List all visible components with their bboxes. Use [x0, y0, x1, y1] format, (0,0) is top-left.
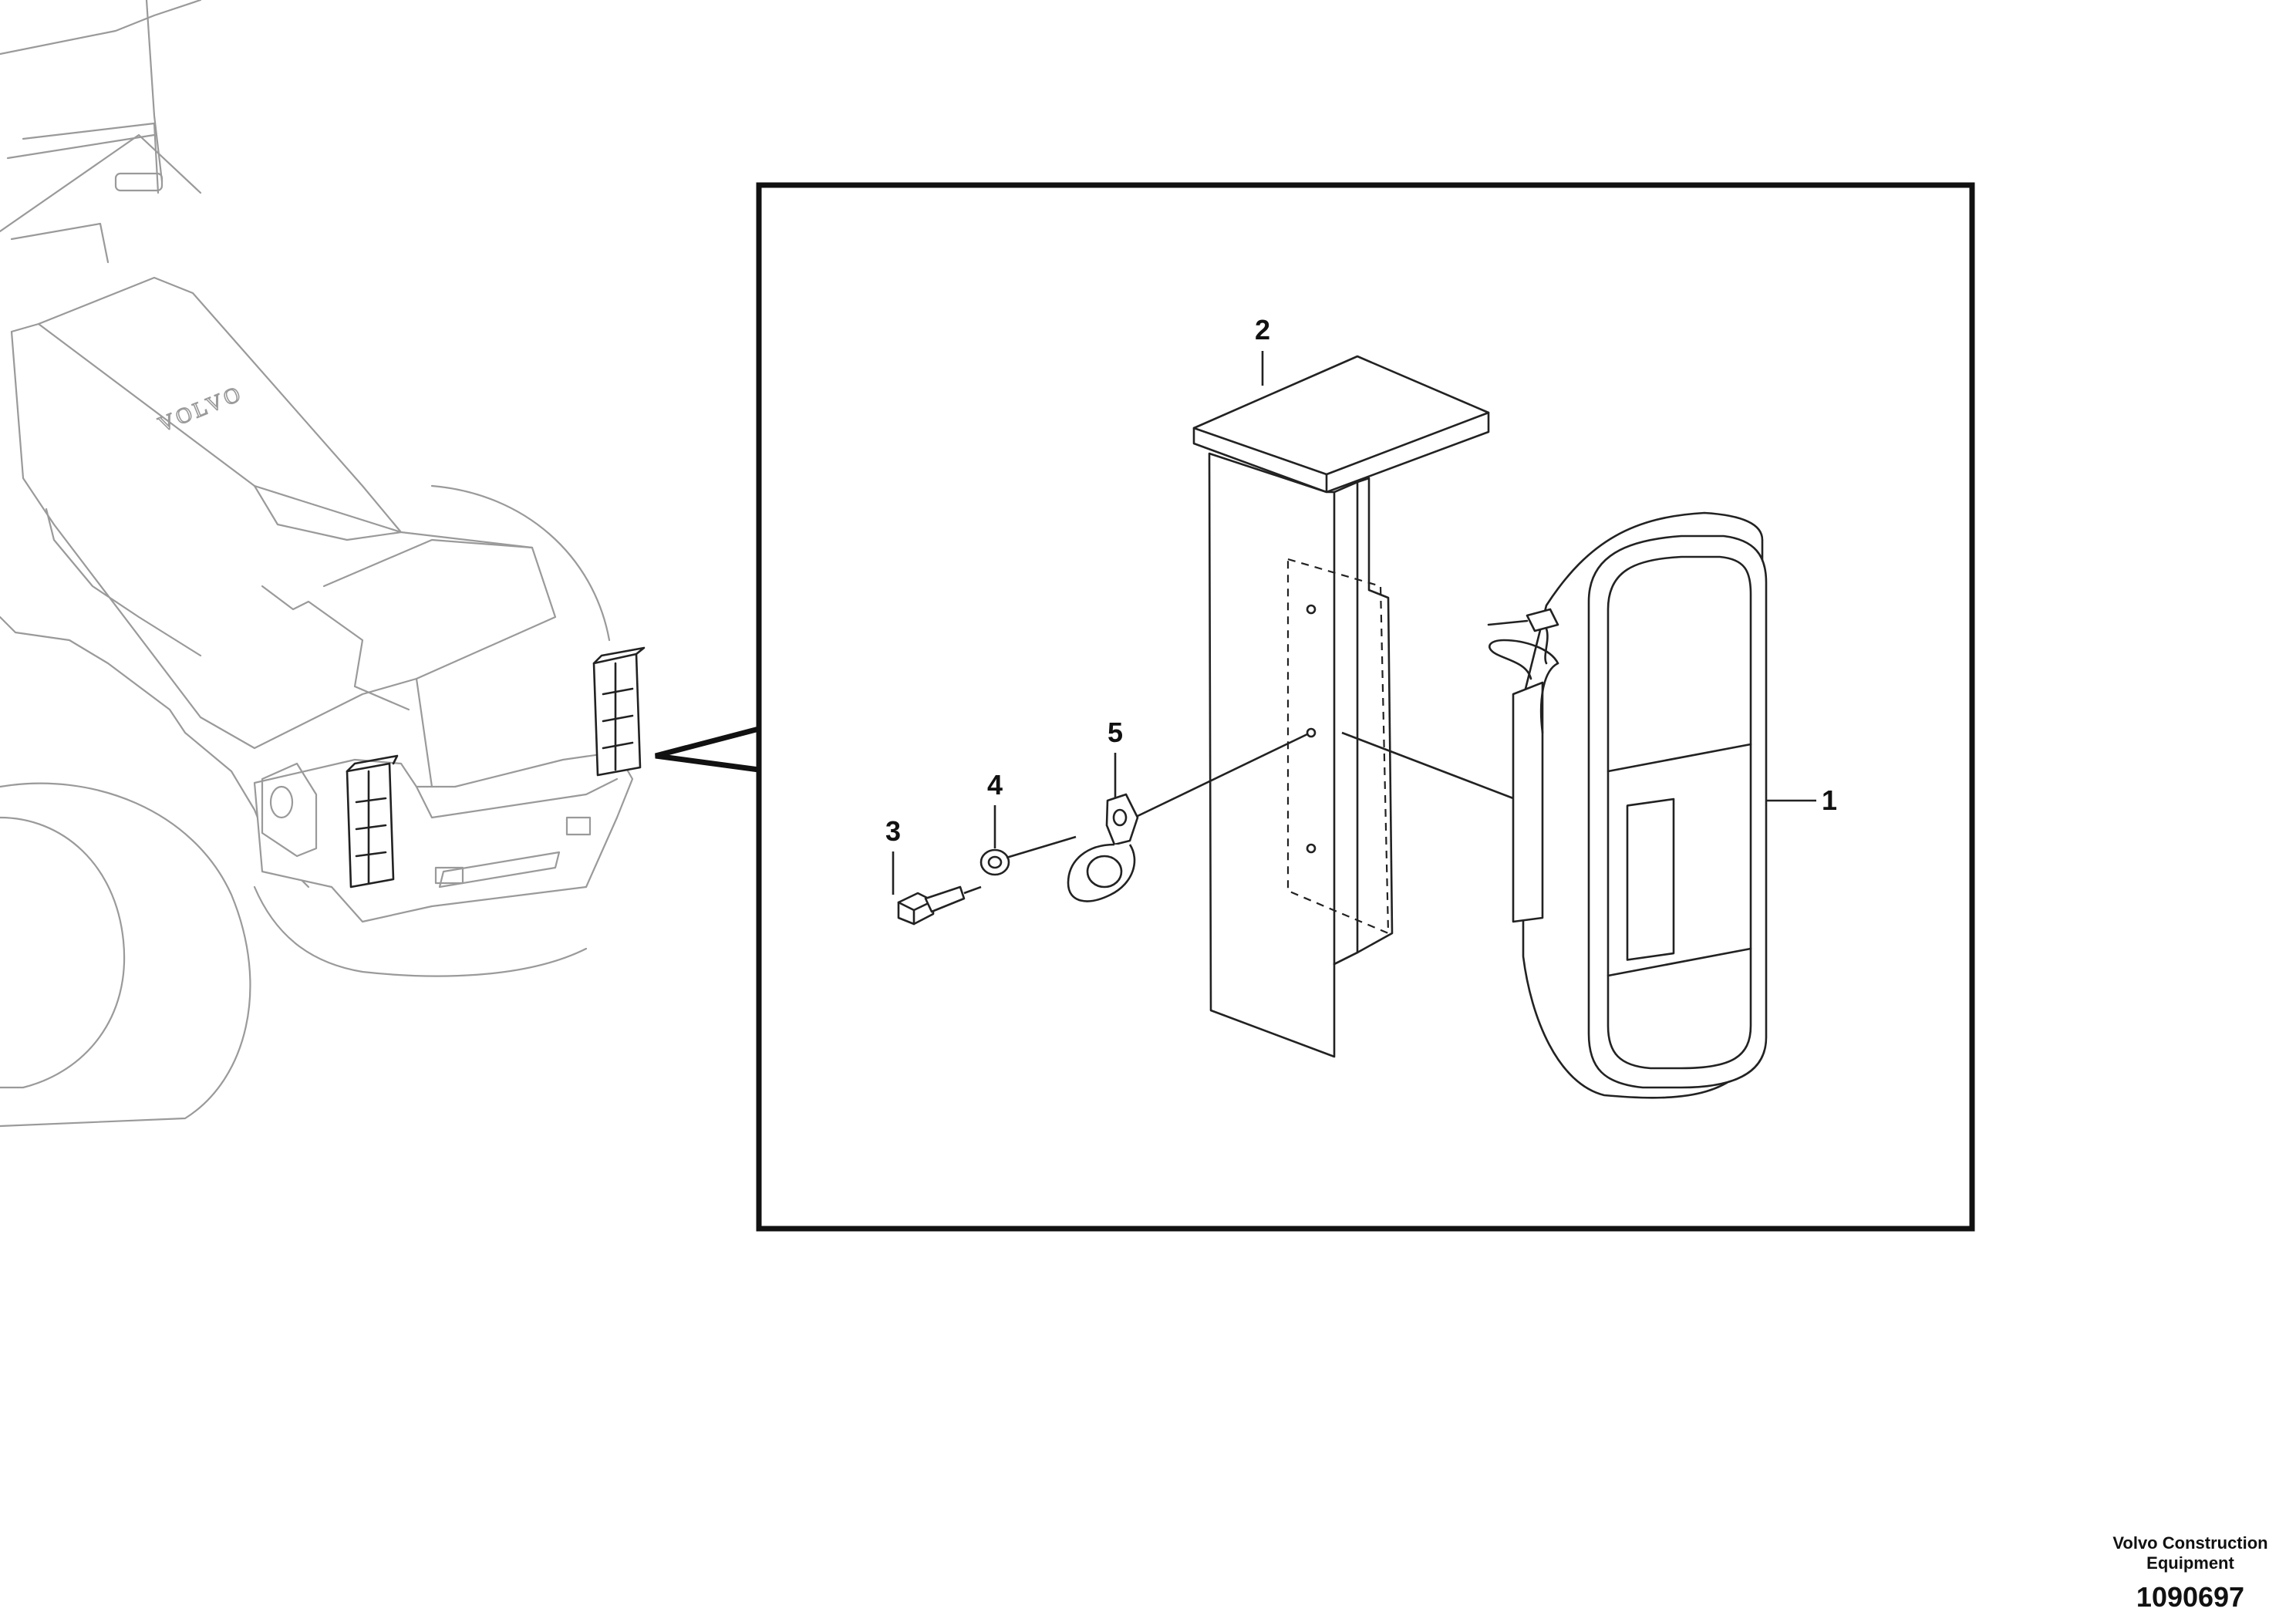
bolt-part-3 [897, 885, 966, 926]
callout-label: 5 [1108, 717, 1123, 748]
callout-label: 2 [1255, 314, 1270, 346]
assembly-line-segment [1341, 731, 1514, 800]
callout-label: 1 [1822, 784, 1837, 816]
hood-logo-text: VOLVO [155, 382, 247, 437]
lamp-part-1 [1487, 511, 1768, 1099]
callout-4: 4 [987, 769, 1003, 848]
publisher-label: Volvo Construction Equipment [2063, 1533, 2296, 1573]
callout-3: 3 [885, 815, 901, 895]
assembly-line-segment [963, 885, 982, 895]
detail-pointer [655, 726, 760, 773]
callout-label: 4 [987, 769, 1003, 801]
publisher-line-2: Equipment [2146, 1553, 2234, 1573]
bracket-part-2 [1192, 355, 1490, 1058]
drawing-number: 1090697 [2136, 1581, 2245, 1613]
assembly-line-segment [1137, 733, 1308, 818]
assembly-line-segment [1006, 835, 1077, 859]
callout-label: 3 [885, 815, 901, 847]
publisher-line-1: Volvo Construction [2112, 1533, 2268, 1553]
machine-front-view: VOLVO [0, 0, 646, 1128]
clip-part-5 [1067, 793, 1139, 902]
callout-5: 5 [1108, 717, 1123, 798]
callout-1: 1 [1766, 784, 1837, 816]
callout-2: 2 [1255, 314, 1270, 386]
washer-part-4 [979, 848, 1010, 876]
detail-frame [756, 182, 1975, 1232]
